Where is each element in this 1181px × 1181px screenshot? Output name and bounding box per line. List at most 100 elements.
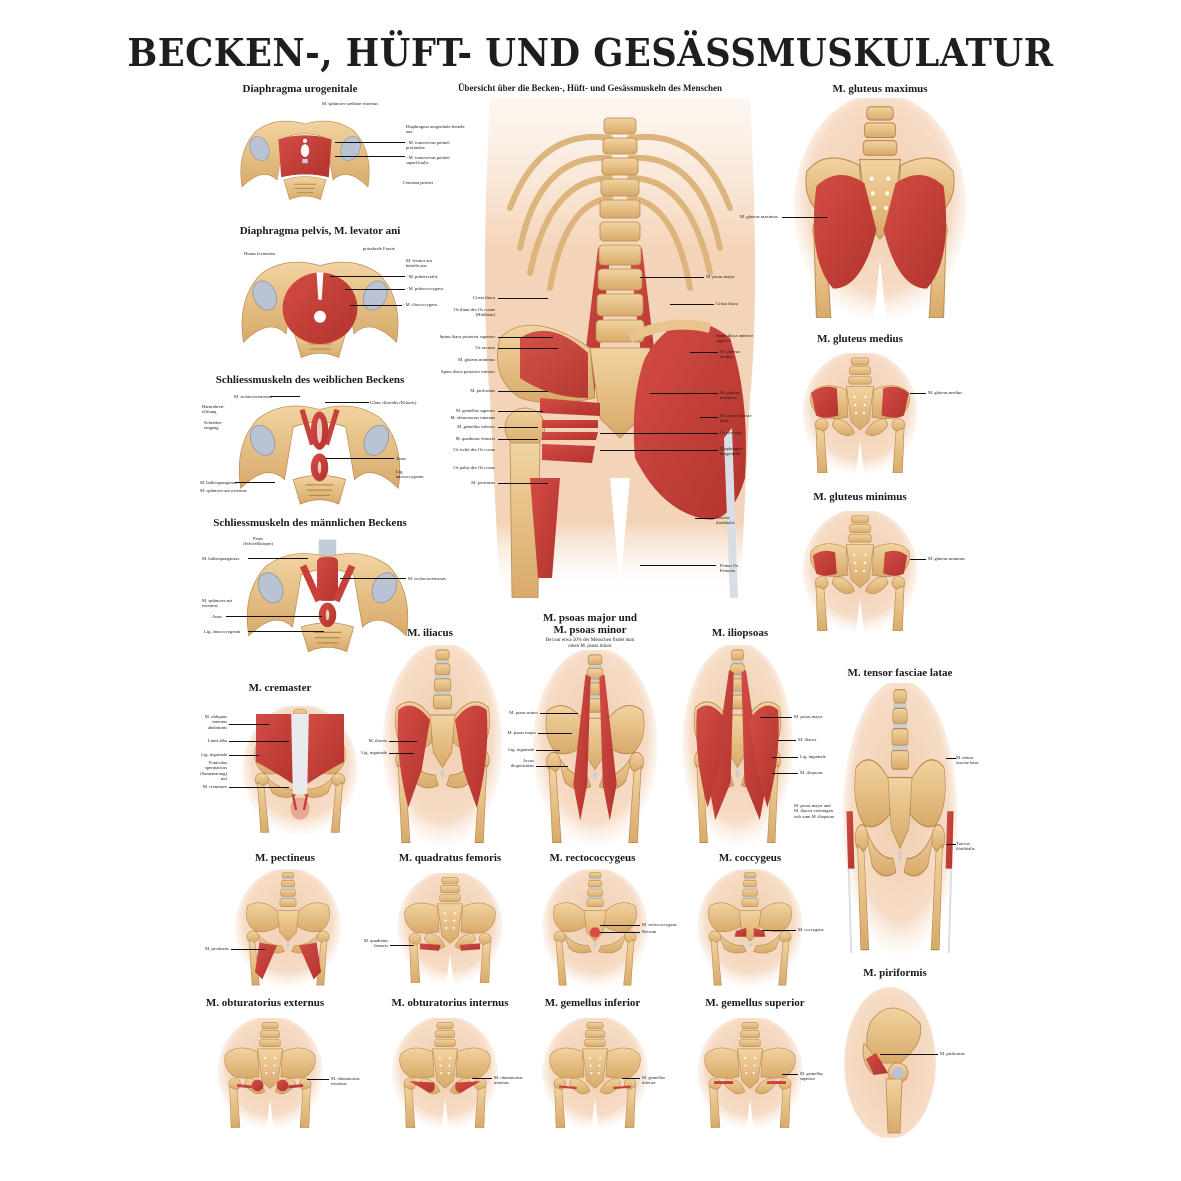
iliopsoas-illustration	[680, 645, 795, 845]
leader-line	[640, 277, 704, 278]
label: M. rectococcygeus	[642, 922, 677, 927]
label: Lig. anococcygeum	[204, 629, 241, 634]
label: M. gemellus inferior	[642, 1075, 665, 1086]
panel-title: M. gluteus minimus	[813, 491, 907, 503]
leader-line	[335, 156, 405, 157]
iliacus-illustration	[380, 645, 505, 845]
leader-line	[622, 1078, 640, 1079]
leader-line	[536, 766, 568, 767]
panel-subtitle: Bei nur etwa 50% der Menschen findet man…	[545, 638, 635, 649]
panel-diaphragma-urogenitale: Diaphragma urogenitale M. sphincter uret…	[225, 80, 465, 215]
panel-title: M. psoas major und	[543, 612, 637, 624]
panel-title: M. piriformis	[863, 967, 927, 979]
label: Tractus iliotibialis	[716, 515, 735, 526]
panel-quadratus-femoris: M. quadratus femoris M. quadratus femori…	[360, 850, 530, 990]
label: Crista iliaca	[472, 295, 495, 300]
label: Anus	[396, 456, 406, 461]
panel-title: M. gluteus medius	[817, 333, 903, 345]
label: M. sphincter urethrae externus	[322, 101, 379, 106]
label: Hiatus levatorius	[244, 251, 276, 256]
panel-coccygeus: M. coccygeus M. coccygeus	[690, 850, 840, 990]
label: präsakrale Faszie	[363, 246, 395, 251]
label: Lig. inguinale	[201, 752, 227, 757]
leader-line	[695, 518, 715, 519]
panel-schliessmuskeln-weiblich: Schliessmuskeln des weiblichen Beckens M…	[190, 372, 450, 510]
label: Linea alba	[207, 738, 227, 743]
label: Harnröhren-öffnung	[202, 404, 225, 415]
label: Arcus iliopectineus	[510, 758, 534, 769]
panel-title: Diaphragma pelvis, M. levator ani	[239, 225, 401, 237]
label: Os pubis des Os coxae	[453, 465, 495, 470]
leader-line	[335, 142, 405, 143]
panel-diaphragma-pelvis: Diaphragma pelvis, M. levator ani Hiatus…	[200, 222, 460, 367]
label: - M. pubococcygeus	[406, 286, 444, 291]
leader-line	[782, 217, 827, 218]
label: Lig. anococcygeum	[396, 469, 424, 480]
panel-title-line2: M. psoas minor	[553, 624, 627, 636]
obturatorius-externus-illustration	[215, 1013, 325, 1133]
label: M. bulbospongiosus	[202, 556, 240, 561]
panel-tensor-fasciae-latae: M. tensor fasciae latae M. tensor fascia…	[830, 665, 1010, 955]
pelvic-floor-illustration	[235, 98, 375, 213]
leader-line	[498, 337, 553, 338]
label: M. sphincter ani externus	[200, 488, 247, 493]
panel-title: Schliessmuskeln des männlichen Beckens	[213, 517, 407, 529]
label: M. iliopsoas	[800, 770, 823, 775]
leader-line	[389, 741, 417, 742]
label: M. gluteus maximus	[720, 390, 740, 401]
label: M. psoas major	[507, 730, 536, 735]
panel-title: M. cremaster	[248, 682, 312, 694]
leader-line	[910, 393, 926, 394]
label: M. quadratus femoris	[455, 436, 495, 441]
overview-illustration	[485, 98, 755, 598]
piriformis-illustration	[844, 987, 936, 1138]
panel-gluteus-minimus: M. gluteus minimus M. gluteus minimus	[790, 488, 970, 638]
label: M. tensor fasciae latae	[956, 755, 979, 766]
label: Spina iliaca anterior superior	[716, 333, 753, 344]
poster-title: BECKEN-, HÜFT- UND GESÄSSMUSKULATUR	[127, 30, 1054, 75]
pelvic-floor-illustration	[240, 539, 415, 659]
label: M. sphincter ani externus	[202, 598, 232, 609]
label: M. gluteus medius	[720, 349, 740, 360]
label: M. gemellus superior	[800, 1071, 823, 1082]
panel-gluteus-maximus: M. gluteus maximus M. gluteus maximus	[740, 80, 970, 320]
label: M. pectineus	[471, 480, 495, 485]
label: M. piriformis	[940, 1051, 965, 1056]
label: Tractus iliotibialis	[956, 841, 975, 852]
label: M. levator ani besteht aus:	[406, 258, 432, 269]
leader-line	[307, 1079, 329, 1080]
label: M. obturatorius internus	[450, 415, 495, 420]
gemellus-inferior-illustration	[540, 1013, 650, 1133]
obturatorius-internus-illustration	[390, 1013, 500, 1133]
leader-line	[946, 844, 956, 845]
panel-overview: Übersicht über die Becken-, Hüft- und Ge…	[400, 80, 780, 598]
leader-line	[498, 298, 548, 299]
panel-gemellus-superior: M. gemellus superior M. gemellus superio…	[690, 995, 840, 1135]
label: M. psoas major	[794, 714, 823, 719]
label: Os ilium des Os coxae (Hüftbein)	[453, 307, 495, 318]
label: - M. transversus perinei superficialis	[406, 155, 450, 166]
gluteus-medius-illustration	[800, 348, 920, 478]
panel-title: M. tensor fasciae latae	[847, 667, 953, 679]
leader-line	[229, 787, 289, 788]
leader-line	[910, 559, 926, 560]
label: M. bulbospongiosus	[200, 480, 238, 485]
label: Os sacrum	[475, 345, 495, 350]
leader-line	[640, 565, 716, 566]
label: Os coccygis	[720, 430, 743, 435]
label: M. obturatorius externus	[331, 1076, 360, 1087]
leader-line	[229, 741, 289, 742]
pelvic-floor-illustration	[232, 390, 407, 508]
label: M. gluteus minimus	[928, 556, 965, 561]
leader-line	[498, 391, 548, 392]
leader-line	[389, 753, 414, 754]
panel-title: M. iliacus	[407, 627, 453, 639]
panel-psoas: M. psoas major und M. psoas minor Bei nu…	[500, 610, 680, 845]
label: - M. puborectalis	[406, 274, 438, 279]
leader-line	[498, 439, 538, 440]
cremaster-illustration	[240, 700, 360, 840]
leader-line	[772, 773, 798, 774]
leader-line	[650, 393, 718, 394]
panel-title: M. pectineus	[255, 852, 315, 864]
panel-title: M. obturatorius externus	[205, 997, 325, 1009]
